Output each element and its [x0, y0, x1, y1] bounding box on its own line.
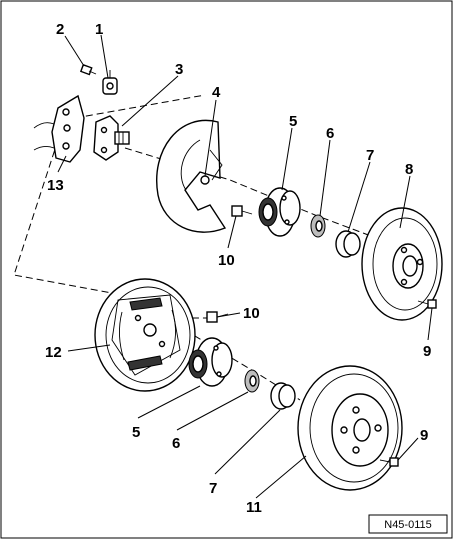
callout-10-upper: 10 [218, 252, 235, 269]
part-hub-5-lower [188, 337, 233, 387]
callout-4: 4 [212, 84, 221, 101]
callout-5-lower: 5 [132, 424, 140, 441]
callout-8: 8 [405, 161, 413, 178]
part-valve-1 [102, 70, 118, 95]
part-screw-9-lower [379, 457, 399, 467]
callout-6-lower: 6 [172, 435, 180, 452]
leader-lines [57, 34, 433, 499]
callout-3: 3 [175, 61, 183, 78]
callout-5-upper: 5 [289, 113, 297, 130]
figure-id-box: N45-0115 [368, 514, 448, 534]
part-backplate-12 [94, 278, 196, 392]
callout-6-upper: 6 [326, 125, 334, 142]
callout-11: 11 [246, 499, 262, 516]
callout-7-lower: 7 [209, 480, 217, 497]
part-nut-6-lower [244, 369, 260, 393]
part-bracket-13 [33, 94, 85, 163]
part-cap-7-lower [270, 382, 296, 410]
part-bolt-2 [79, 63, 97, 76]
callout-labels: 2 1 3 4 5 6 7 8 13 10 9 10 12 5 6 7 11 9 [45, 21, 431, 516]
callout-13: 13 [47, 177, 64, 194]
part-drum-11 [297, 365, 403, 491]
callout-9-upper: 9 [423, 343, 431, 360]
figure-id-text: N45-0115 [384, 519, 432, 531]
part-hub-5-upper [258, 187, 301, 237]
callout-12: 12 [45, 344, 62, 361]
part-bolt-10-upper [231, 205, 253, 217]
part-stub-axle-3 [93, 115, 130, 161]
part-nut-6-upper [310, 214, 326, 238]
callout-7-upper: 7 [366, 147, 374, 164]
callout-9-lower: 9 [420, 427, 428, 444]
part-disc-8 [361, 207, 443, 321]
callout-1: 1 [95, 21, 103, 38]
callout-2: 2 [56, 21, 64, 38]
part-splash-shield-4 [156, 119, 227, 233]
part-cap-7-upper [335, 230, 361, 258]
callout-10-lower: 10 [243, 305, 260, 322]
